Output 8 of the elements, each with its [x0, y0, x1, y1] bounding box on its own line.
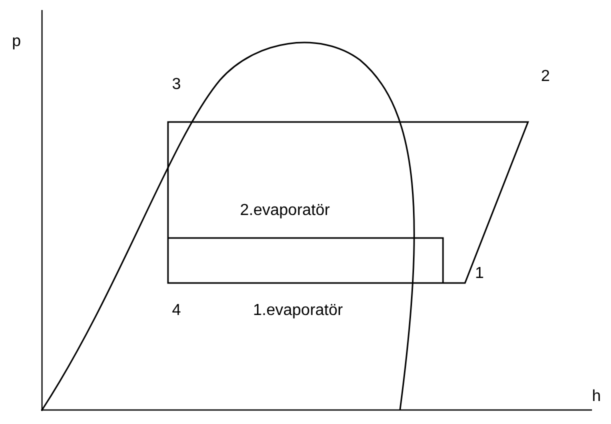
point-label: 2 — [541, 68, 550, 86]
point-label: 3 — [172, 76, 181, 94]
point-label: 4 — [172, 302, 181, 320]
point-label: 1 — [475, 265, 484, 283]
region-label: 1.evaporatör — [253, 302, 343, 320]
axis-label: p — [12, 33, 21, 51]
axis-label: h — [592, 388, 601, 406]
region-label: 2.evaporatör — [240, 202, 330, 220]
